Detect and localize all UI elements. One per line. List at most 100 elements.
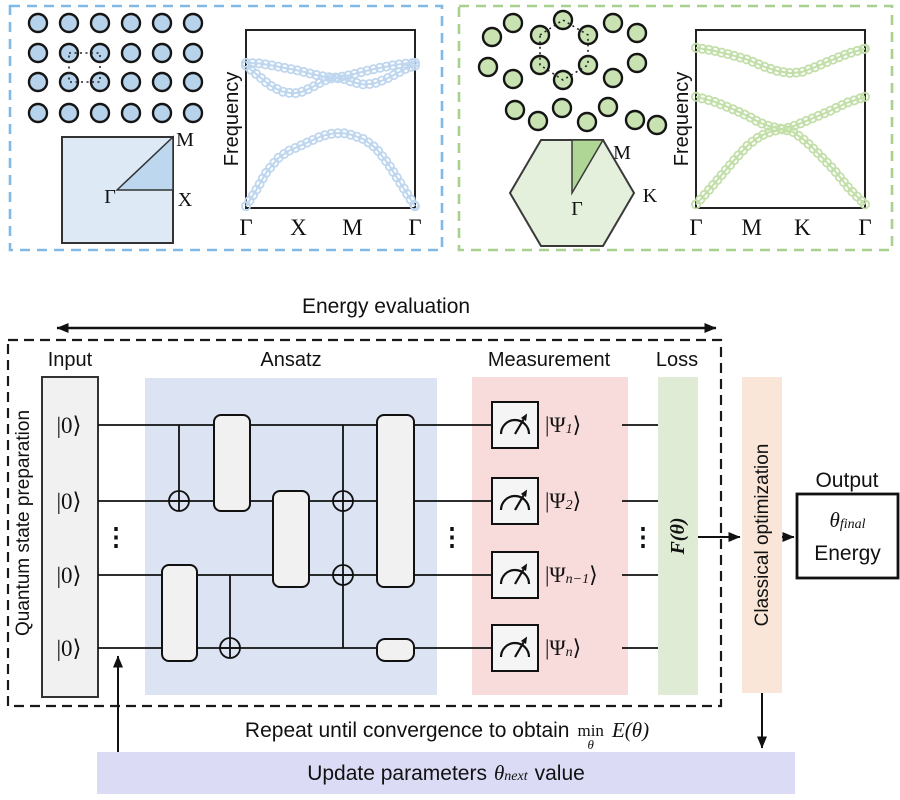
bz-label-k: K [642,185,658,207]
lattice-site [477,56,499,78]
ellipsis-vertical: ⋮ [103,521,129,551]
band-marker [770,125,781,136]
band-marker [292,65,303,76]
lattice-site [597,96,619,118]
output-header: Output [815,468,879,492]
lattice-site [58,71,80,93]
band-marker [722,49,733,60]
bz-label-x: X [177,189,193,211]
band-marker [741,54,752,65]
band-marker [772,65,783,76]
lattice-site [89,42,111,64]
lattice-site [151,102,173,124]
lattice-site [27,71,49,93]
lattice-site [120,71,142,93]
x-tick-label: M [741,214,762,240]
loss-header: Loss [655,349,699,371]
band-marker [326,128,337,139]
ket-zero: |0⟩ [56,635,82,661]
honeycomb-panel-border [457,4,894,252]
lattice-site [151,42,173,64]
hex-bz-wedge [571,139,605,196]
band-marker [409,201,420,212]
band-marker [855,93,866,104]
square-lattice-panel-border [8,4,444,252]
input-box [41,376,99,698]
band-marker [314,78,325,89]
measurement-meter [491,401,539,449]
lattice-site [151,71,173,93]
band-marker [789,120,800,131]
band-marker [271,84,282,95]
band-marker [757,118,768,129]
lattice-site [120,42,142,64]
ellipsis-vertical: ⋮ [439,521,465,551]
output-box [795,492,900,580]
band-marker [311,70,322,81]
band-marker [839,49,850,60]
lattice-site [502,12,524,34]
quantum-state-preparation-label: Quantum state preparation [12,409,34,637]
band-marker [783,122,794,133]
ket-zero: |0⟩ [56,562,82,588]
band-marker [320,75,331,86]
band-marker [253,58,264,69]
lattice-site [120,12,142,34]
band-marker [266,60,277,71]
band-marker [797,66,808,77]
measurement-meter [491,551,539,599]
lattice-site [502,68,524,90]
loss-function-label: F(θ) [667,517,689,555]
band-marker [815,59,826,70]
meter-needle [514,494,525,511]
loss-bar [658,377,698,695]
lattice-site [504,99,526,121]
band-marker [763,120,774,131]
band-marker [284,87,295,98]
band-marker [831,102,842,113]
band-marker [381,61,392,72]
band-series-group [691,42,871,210]
lattice-site [120,102,142,124]
energy-evaluation-label: Energy evaluation [301,294,471,318]
band-marker [284,145,295,156]
band-marker [345,129,356,140]
lattice-site [27,12,49,34]
band-marker [387,60,398,71]
honeycomb-lattice [477,9,668,136]
cnot-gate-1 [168,425,190,512]
band-marker [374,62,385,73]
band-marker [813,110,824,121]
band-marker [764,127,775,138]
ellipsis-vertical: ⋮ [630,521,656,551]
band-marker [355,67,366,78]
band-marker [339,128,350,139]
band-marker [290,142,301,153]
band-marker [302,137,313,148]
input-header: Input [47,349,93,371]
band-marker [332,73,343,84]
band-marker [759,61,770,72]
meter-arc [499,494,531,511]
band-marker [370,77,381,88]
band-marker [849,95,860,106]
band-marker [751,115,762,126]
band-marker [345,76,356,87]
band-marker [351,131,362,142]
measurement-meter [491,624,539,672]
band-marker [735,52,746,63]
square-lattice [27,12,204,124]
band-marker [753,59,764,70]
band-plot-frame [245,29,416,209]
band-marker [784,68,795,79]
lattice-site [89,12,111,34]
meter-needle [514,568,525,585]
band-marker [715,99,726,110]
band-marker [795,118,806,129]
band-marker [368,64,379,75]
